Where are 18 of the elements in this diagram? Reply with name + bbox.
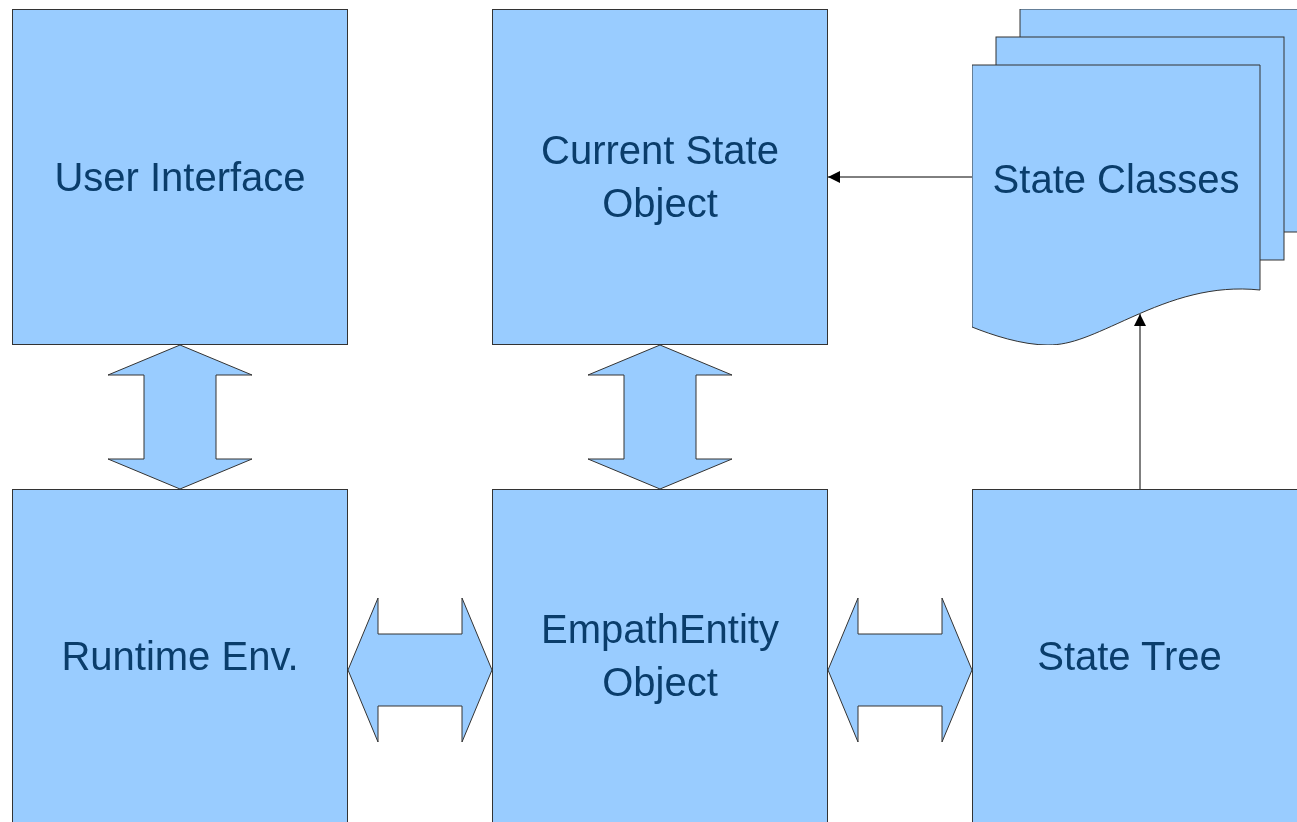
multi-document-shape — [972, 9, 1297, 345]
node-label: User Interface — [54, 153, 306, 201]
node-label: State Classes — [992, 155, 1240, 203]
node-label: Runtime Env. — [61, 632, 299, 680]
node-label: EmpathEntity Object — [540, 606, 780, 706]
process-box — [492, 9, 828, 345]
process-box — [12, 9, 348, 345]
arrow — [1134, 313, 1146, 490]
arrow — [827, 171, 973, 183]
double-block-arrow — [587, 344, 733, 490]
process-box — [492, 489, 828, 822]
double-block-arrow — [827, 597, 973, 743]
process-box — [972, 489, 1297, 822]
node-label: State Tree — [1037, 632, 1222, 680]
process-box — [12, 489, 348, 822]
double-block-arrow — [347, 597, 493, 743]
node-label: Current State Object — [540, 127, 780, 227]
double-block-arrow — [107, 344, 253, 490]
